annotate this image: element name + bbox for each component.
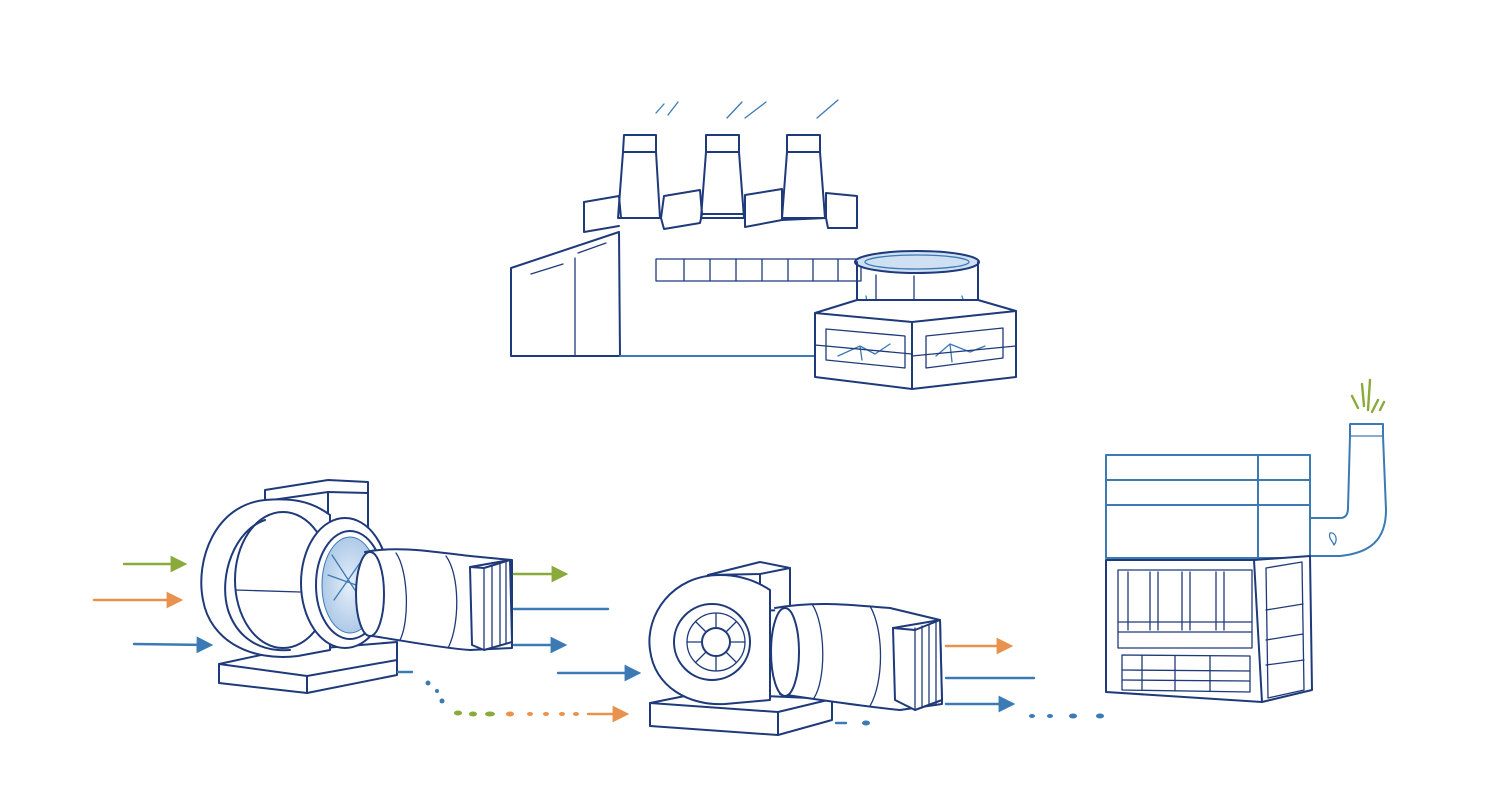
building-with-stack-icon xyxy=(1105,378,1387,703)
centrifugal-fan-icon xyxy=(648,561,943,736)
factory-with-cooling-tower-icon xyxy=(510,99,1017,390)
clean-emission-icon xyxy=(1350,378,1386,414)
cooling-tower-icon xyxy=(814,250,1017,390)
window-strip xyxy=(655,258,862,282)
transfer-dotted-flow xyxy=(396,670,630,723)
smoke-icon xyxy=(655,99,839,119)
input-flow-arrows xyxy=(92,555,214,654)
large-blower-output-arrows xyxy=(512,565,642,682)
centrifugal-blower-icon xyxy=(200,479,513,694)
exhaust-dotted-flow xyxy=(834,713,1104,726)
small-blower-output-arrows xyxy=(944,637,1036,713)
chimney-icon xyxy=(617,134,826,219)
